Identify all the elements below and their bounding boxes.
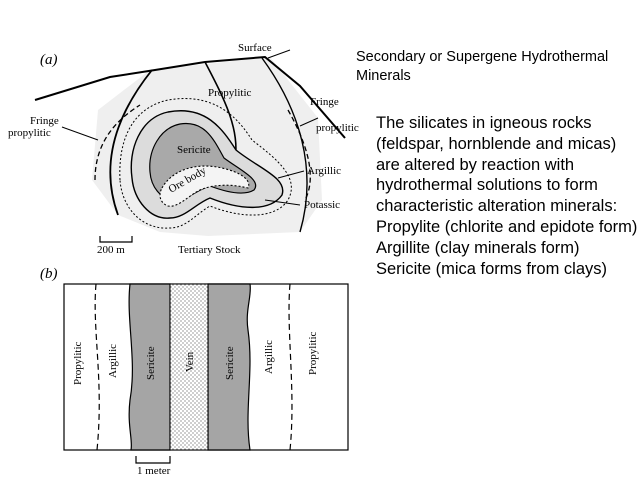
label-fringe-right-2: propylitic <box>316 122 359 134</box>
leader-surface <box>267 49 291 59</box>
body-line-propylite: Propylite (chlorite and epidote form) <box>376 217 638 236</box>
boundary-argillic-propylitic-right <box>288 283 293 451</box>
sericite-band-left <box>128 283 171 451</box>
label-fringe-left-1: Fringe <box>30 115 59 127</box>
label-surface: Surface <box>238 42 272 54</box>
body-line-sericite: Sericite (mica forms from clays) <box>376 259 608 278</box>
panel-a: (a) Surface Propylitic Fringe propylitic… <box>8 42 359 256</box>
zone-label-propylitic-right: Propylitic <box>307 331 319 375</box>
zone-label-argillic-left: Argillic <box>107 344 119 378</box>
leader-potassic <box>264 199 301 206</box>
scale-bar-a <box>99 236 133 243</box>
leader-fringe-left <box>61 126 99 141</box>
scale-bar-b <box>135 456 171 464</box>
label-scale-b: 1 meter <box>137 465 171 477</box>
fringe-boundary-left <box>94 104 141 181</box>
label-scale-a: 200 m <box>97 244 125 256</box>
fringe-boundary-right <box>287 109 311 201</box>
panel-b: (b) Propylitic Argillic Sericite Vein Se… <box>40 266 349 477</box>
potassic-boundary <box>119 98 292 229</box>
body-paragraph-intro: The silicates in igneous rocks (feldspar… <box>376 114 618 216</box>
label-potassic: Potassic <box>304 199 340 211</box>
zone-label-sericite-left: Sericite <box>145 346 157 380</box>
alteration-diagram: (a) Surface Propylitic Fringe propylitic… <box>8 42 359 477</box>
sericite-band-right <box>207 283 251 451</box>
panel-b-label: (b) <box>40 266 58 282</box>
stock-boundary-far-right <box>261 57 308 233</box>
zone-label-argillic-right: Argillic <box>263 340 275 374</box>
body-line-argillite: Argillite (clay minerals form) <box>376 238 580 257</box>
leader-fringe-right <box>299 117 319 127</box>
slide-title: Secondary or Supergene Hydrothermal Mine… <box>356 49 609 84</box>
label-fringe-right-1: Fringe <box>310 96 339 108</box>
ore-body <box>159 165 250 207</box>
leader-argillic <box>277 170 305 179</box>
body-text: The silicates in igneous rocks (feldspar… <box>376 113 638 279</box>
label-propylitic: Propylitic <box>208 87 252 99</box>
zone-label-propylitic-left: Propylitic <box>72 341 84 385</box>
label-sericite: Sericite <box>177 144 211 156</box>
zone-label-sericite-right: Sericite <box>224 346 236 380</box>
zone-label-vein: Vein <box>184 351 196 372</box>
boundary-propylitic-argillic-left <box>94 283 100 451</box>
vein-band <box>169 283 209 451</box>
label-fringe-left-2: propylitic <box>8 127 51 139</box>
panel-a-label: (a) <box>40 52 58 68</box>
label-argillic: Argillic <box>307 165 341 177</box>
stock-boundary-left <box>109 69 153 216</box>
label-tertiary-stock: Tertiary Stock <box>178 244 241 256</box>
